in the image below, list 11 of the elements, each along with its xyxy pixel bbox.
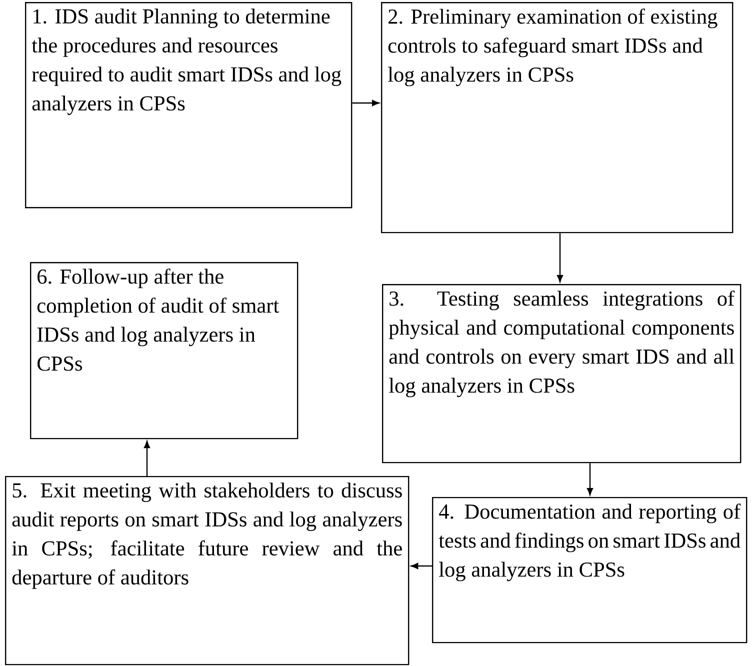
arrow xyxy=(144,440,150,476)
process-box: 4. Documentation and reporting of tests and findings on smart IDSs and log analyzers in CPSs xyxy=(432,496,748,644)
arrow xyxy=(586,463,594,496)
process-box: 6. Follow-up after the completion of audit of smart IDSs and log analyzers in CPSs xyxy=(30,262,298,440)
arrow xyxy=(352,100,380,106)
process-box: 3. Testing seamless integrations of physical and computational components and controls on every smart IDS and all log analyzers in CPSs xyxy=(382,284,742,464)
arrow xyxy=(411,562,432,570)
arrow xyxy=(556,233,564,282)
process-box: 5. Exit meeting with stakeholders to discuss audit reports on smart IDSs and log analyzers in CPSs; facilitate future review and the departure of auditors xyxy=(5,476,410,666)
process-box: 2. Preliminary examination of existing controls to safeguard smart IDSs and log analyzers in CPSs xyxy=(381,2,734,234)
process-box: 1. IDS audit Planning to determine the procedures and resources required to audit smart IDSs and log analyzers in CPSs xyxy=(25,2,352,208)
